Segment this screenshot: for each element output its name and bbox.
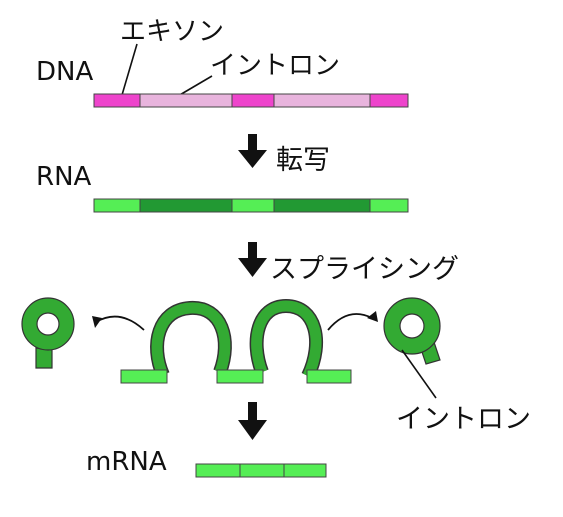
rna-label: RNA xyxy=(36,162,92,192)
release-arrowhead-left xyxy=(92,316,102,328)
release-arrow-right xyxy=(327,313,373,331)
release-arrowhead-right xyxy=(367,311,378,322)
mrna-exon-segment xyxy=(195,463,241,478)
rna-exon-segment xyxy=(93,198,141,213)
splice-exon-segment xyxy=(216,369,264,384)
mrna-exon-segment xyxy=(239,463,285,478)
dna-intron-segment xyxy=(139,93,233,108)
mrna-arrow xyxy=(238,402,267,440)
exon-label: エキソン xyxy=(120,17,224,47)
splicing-arrow xyxy=(238,242,267,277)
release-arrow-left xyxy=(95,315,145,331)
lariat-intron-right xyxy=(383,297,441,365)
intron-label-top: イントロン xyxy=(210,51,340,81)
rna-strand xyxy=(93,198,409,213)
transcription-label: 転写 xyxy=(276,145,330,176)
spliced-loops xyxy=(150,298,324,379)
splicing-label: スプライシング xyxy=(270,254,459,285)
rna-exon-segment xyxy=(369,198,409,213)
dna-exon-segment xyxy=(231,93,275,108)
intron-pointer-line-top xyxy=(177,75,213,97)
rna-intron-segment xyxy=(139,198,233,213)
intron-pointer-line-bottom xyxy=(401,349,437,399)
dna-strand xyxy=(93,93,409,108)
rna-intron-segment xyxy=(273,198,371,213)
intron-label-bottom: イントロン xyxy=(396,404,531,435)
mrna-exon-segment xyxy=(283,463,327,478)
rna-exon-segment xyxy=(231,198,275,213)
splice-exon-segment xyxy=(306,369,352,384)
dna-exon-segment xyxy=(369,93,409,108)
transcription-arrow xyxy=(238,134,267,168)
lariat-intron-left xyxy=(21,297,75,369)
exon-pointer-line xyxy=(121,43,138,96)
mrna-label: mRNA xyxy=(86,447,167,477)
splice-exon-segment xyxy=(120,369,168,384)
splicing-exons xyxy=(120,369,352,384)
mrna-strand xyxy=(195,463,327,478)
dna-intron-segment xyxy=(273,93,371,108)
dna-label: DNA xyxy=(36,57,93,87)
dna-exon-segment xyxy=(93,93,141,108)
